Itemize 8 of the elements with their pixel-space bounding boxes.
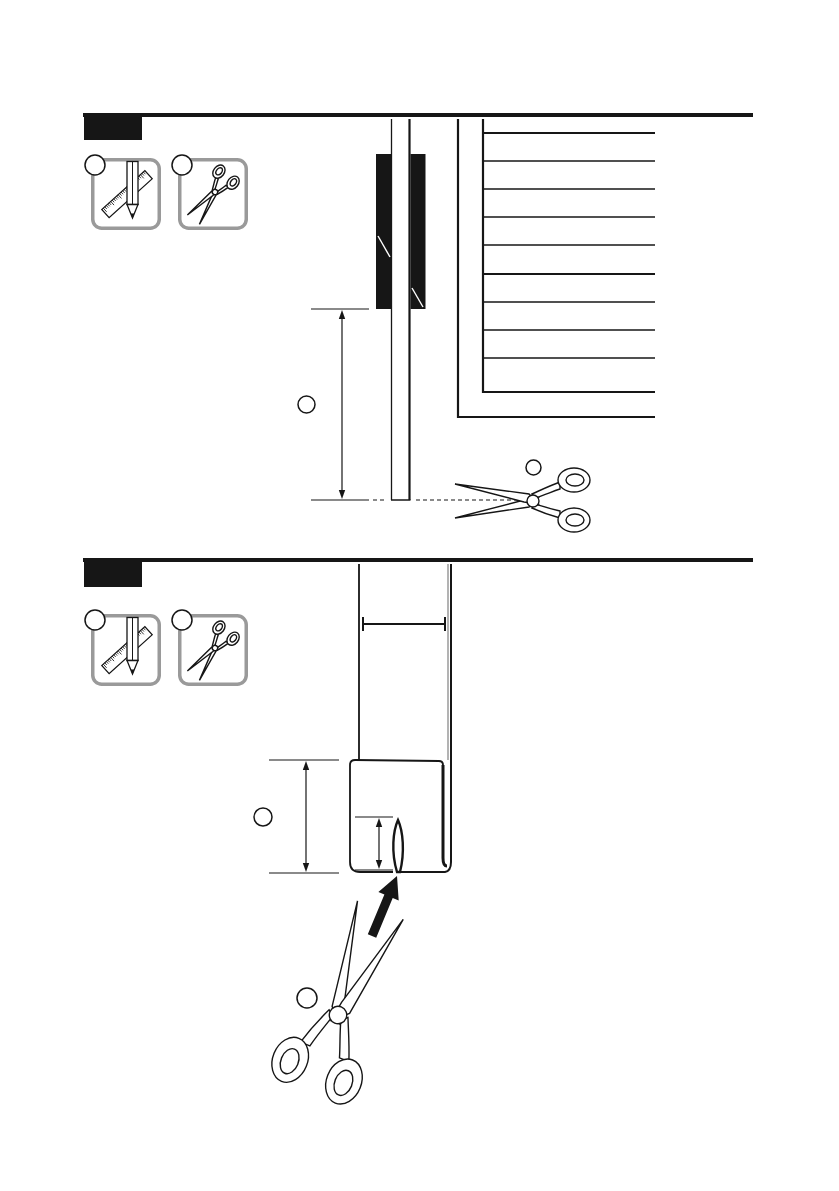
callout-circle [84, 609, 106, 631]
callout-circle [253, 807, 273, 827]
callout-circle [296, 987, 318, 1009]
callout-circle [84, 154, 106, 176]
callout-circle [296, 394, 316, 414]
callout-circle [171, 154, 193, 176]
callout-circle [524, 458, 542, 476]
callout-circle [171, 609, 193, 631]
